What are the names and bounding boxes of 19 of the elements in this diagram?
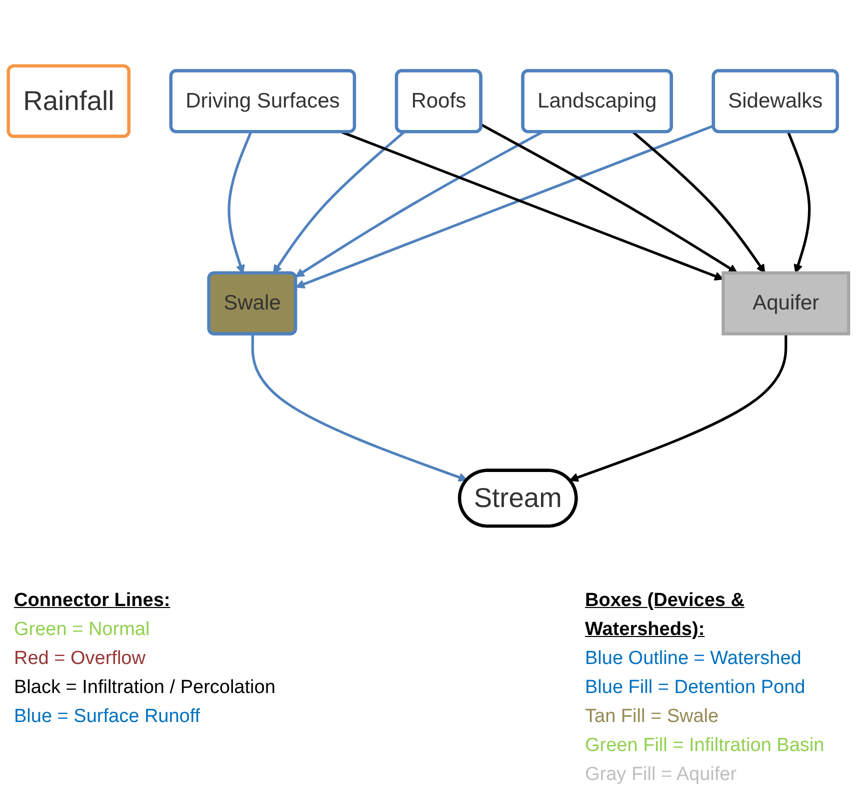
arrow [569,334,788,482]
legend-heading: Boxes (Devices & Watersheds): [585,589,746,642]
legend-entry: Blue Fill = Detention Pond [585,676,806,700]
arrow [341,130,724,281]
legend-entry: Blue Outline = Watershed [585,647,802,671]
arrow [787,132,811,274]
legend-entry: Gray Fill = Aquifer [585,763,738,787]
arrow [296,124,714,288]
legend-entry: Blue = Surface Runoff [14,705,202,729]
legend-entry: Tan Fill = Swale [585,705,720,729]
legend-entry: Black = Infiltration / Percolation [14,676,276,700]
legend-entry: Red = Overflow [14,647,146,671]
legend-entry: Green = Normal [14,618,151,642]
arrow [632,131,766,274]
legend-heading: Connector Lines: [14,589,172,613]
arrow [480,124,738,274]
legend-entry: Green Fill = Infiltration Basin [585,734,826,758]
arrow [251,334,468,482]
node-box: Aquifer [722,271,850,336]
